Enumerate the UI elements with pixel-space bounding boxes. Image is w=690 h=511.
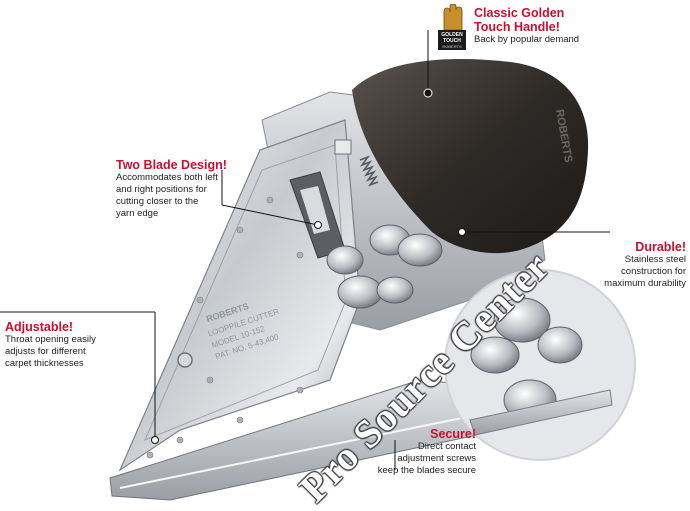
badge-line1: GOLDEN bbox=[441, 32, 463, 38]
callout-adjustable-desc-1: Throat opening easily bbox=[5, 334, 96, 345]
badge-line2: TOUCH bbox=[443, 38, 461, 44]
blade bbox=[300, 186, 330, 234]
body-edge-highlight bbox=[144, 144, 347, 441]
callout-handle-title-1: Classic Golden bbox=[474, 6, 565, 20]
callout-adjustable-desc-3: carpet thicknesses bbox=[5, 358, 84, 369]
callout-blade-desc-4: yarn edge bbox=[116, 208, 159, 219]
body-rivets bbox=[146, 196, 304, 459]
callout-secure-desc-3: keep the blades secure bbox=[377, 465, 476, 476]
callout-secure: Secure! Direct contact adjustment screws… bbox=[370, 427, 476, 477]
callout-blade-desc-2: and right positions for bbox=[116, 184, 207, 195]
callout-blade: Two Blade Design! Accommodates both left… bbox=[116, 158, 256, 220]
golden-touch-badge: GOLDEN TOUCH ROBERTS bbox=[438, 3, 466, 50]
callout-durable: Durable! Stainless steel construction fo… bbox=[560, 240, 686, 290]
leader-lines bbox=[0, 30, 610, 470]
callout-secure-desc-2: adjustment screws bbox=[397, 453, 476, 464]
callout-blade-title: Two Blade Design! bbox=[116, 158, 227, 172]
callout-blade-desc-3: cutting closer to the bbox=[116, 196, 199, 207]
callout-adjustable-title: Adjustable! bbox=[5, 320, 74, 334]
adjust-hole bbox=[177, 352, 193, 368]
callout-blade-desc-1: Accommodates both left bbox=[116, 172, 218, 183]
zoom-runner bbox=[469, 389, 613, 436]
callout-secure-title: Secure! bbox=[430, 427, 476, 441]
callout-durable-desc-3: maximum durability bbox=[604, 278, 686, 289]
callout-durable-title: Durable! bbox=[635, 240, 686, 254]
badge-brand: ROBERTS bbox=[442, 44, 462, 49]
adjustment-knobs bbox=[326, 224, 443, 309]
callout-handle-title-2: Touch Handle! bbox=[474, 20, 560, 34]
callout-secure-desc-1: Direct contact bbox=[417, 441, 476, 452]
zoom-knobs bbox=[470, 297, 583, 421]
glove-logo-icon bbox=[438, 3, 466, 50]
callout-adjustable-desc-2: adjusts for different bbox=[5, 346, 86, 357]
callout-handle-desc: Back by popular demand bbox=[474, 34, 580, 45]
zoom-detail-circle bbox=[444, 269, 636, 461]
callout-durable-desc-1: Stainless steel bbox=[624, 254, 686, 265]
callout-adjustable: Adjustable! Throat opening easily adjust… bbox=[5, 320, 145, 370]
callout-handle: Classic Golden Touch Handle! Back by pop… bbox=[474, 6, 674, 46]
golden-touch-handle bbox=[352, 59, 589, 254]
callout-durable-desc-2: construction for bbox=[621, 266, 686, 277]
top-tab bbox=[334, 139, 352, 155]
